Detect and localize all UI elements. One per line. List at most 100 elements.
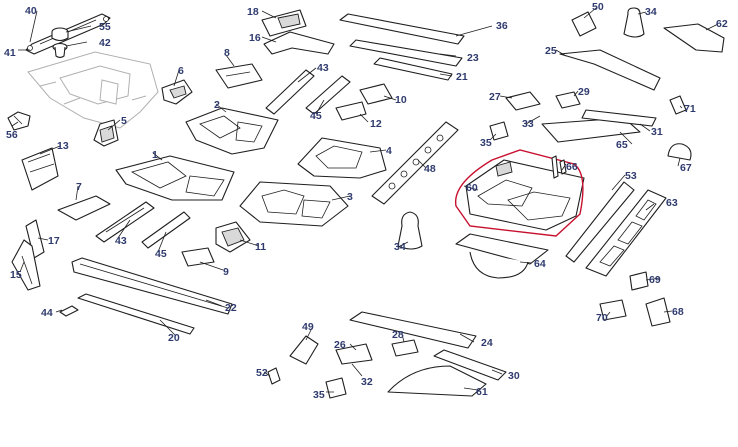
part-31-brace[interactable]: [581, 109, 657, 127]
part-16-rail[interactable]: [263, 31, 335, 55]
part-12-bracket[interactable]: [335, 101, 367, 121]
callout-30: 30: [508, 370, 520, 382]
part-44-clip[interactable]: [59, 305, 79, 317]
callout-32: 32: [361, 376, 373, 388]
part-71-bracket[interactable]: [669, 95, 687, 115]
callout-35a: 35: [480, 137, 492, 149]
part-43-sill-center[interactable]: [265, 69, 315, 115]
callout-4: 4: [386, 145, 392, 157]
part-63-rear-valance[interactable]: [585, 189, 667, 277]
part-9-bracket[interactable]: [181, 247, 215, 267]
callout-71: 71: [684, 103, 696, 115]
callout-29: 29: [578, 86, 590, 98]
callout-6: 6: [178, 65, 184, 77]
callout-52: 52: [256, 367, 268, 379]
callout-43a: 43: [115, 235, 127, 247]
callout-7: 7: [76, 181, 82, 193]
part-30-rail[interactable]: [433, 349, 507, 381]
part-56-bracket[interactable]: [7, 111, 31, 131]
callout-8: 8: [224, 47, 230, 59]
part-1-floor-pan[interactable]: [115, 155, 235, 201]
callout-12: 12: [370, 118, 382, 130]
part-27-plate[interactable]: [505, 91, 541, 111]
callout-33: 33: [522, 118, 534, 130]
part-36-long-rail[interactable]: [339, 13, 465, 45]
callout-48: 48: [424, 163, 436, 175]
part-70-bracket[interactable]: [599, 299, 627, 321]
callout-43b: 43: [317, 62, 329, 74]
callout-53: 53: [625, 170, 637, 182]
part-21-long-rail[interactable]: [373, 57, 453, 81]
part-34-bump-stop-lower[interactable]: [397, 211, 423, 250]
part-4-floor-pan[interactable]: [297, 137, 387, 179]
callout-60: 60: [466, 182, 478, 194]
part-11-bracket[interactable]: [215, 221, 251, 253]
callout-63: 63: [666, 197, 678, 209]
part-43-sill-left[interactable]: [95, 201, 155, 243]
part-15-pillar[interactable]: [11, 239, 41, 291]
part-29-plate[interactable]: [555, 91, 581, 109]
callout-70: 70: [596, 312, 608, 324]
part-53-rear-panel[interactable]: [565, 181, 635, 263]
callout-11: 11: [255, 241, 266, 253]
callout-31: 31: [651, 126, 663, 138]
part-45-sill-center[interactable]: [305, 75, 351, 115]
callout-45a: 45: [155, 248, 167, 260]
highlight-outline-part-60: [454, 149, 584, 237]
callout-24: 24: [481, 337, 493, 349]
callout-56: 56: [6, 129, 18, 141]
part-42-mount[interactable]: [52, 42, 68, 59]
callout-15: 15: [10, 269, 22, 281]
part-6-bracket[interactable]: [161, 79, 193, 105]
callout-69: 69: [649, 274, 661, 286]
callout-49: 49: [302, 321, 314, 333]
part-5-bracket[interactable]: [93, 119, 119, 147]
part-45-sill-left[interactable]: [141, 211, 191, 249]
callout-labels: 40 55 42 41 56 6 8 2 1 5 13 7 43 45 17 1…: [4, 1, 728, 401]
part-52-clip[interactable]: [267, 367, 281, 385]
callout-45b: 45: [310, 110, 322, 122]
callout-66: 66: [566, 161, 578, 173]
part-67-cap[interactable]: [667, 143, 692, 161]
callout-16: 16: [249, 32, 261, 44]
part-8-panel[interactable]: [215, 63, 263, 89]
callout-13: 13: [57, 140, 69, 152]
part-2-front-floor-pan[interactable]: [185, 107, 279, 155]
part-3-floor-pan[interactable]: [239, 181, 349, 227]
part-floor-frame-assembly[interactable]: [27, 51, 159, 129]
part-26-bracket[interactable]: [335, 343, 373, 365]
part-50-bracket[interactable]: [571, 11, 597, 37]
callout-67: 67: [680, 162, 692, 174]
part-22-side-rail[interactable]: [71, 257, 233, 315]
part-49-bracket[interactable]: [289, 335, 319, 365]
callout-28: 28: [392, 329, 404, 341]
callout-18: 18: [247, 6, 259, 18]
part-35-bracket-lower[interactable]: [325, 377, 347, 399]
callout-17: 17: [48, 235, 60, 247]
part-24-rail[interactable]: [349, 311, 477, 349]
callout-34b: 34: [394, 241, 406, 253]
callout-55: 55: [99, 21, 111, 33]
callout-68: 68: [672, 306, 684, 318]
part-34-bump-stop-upper[interactable]: [623, 7, 645, 38]
callout-26: 26: [334, 339, 346, 351]
callout-22: 22: [225, 302, 237, 314]
part-20-lower-rail[interactable]: [77, 293, 195, 335]
part-48-perforated-beam[interactable]: [371, 121, 459, 205]
part-62-cover[interactable]: [663, 23, 725, 53]
part-68-bracket[interactable]: [645, 297, 671, 327]
part-64-spare-wheel-well[interactable]: [455, 233, 549, 279]
part-69-bracket[interactable]: [629, 271, 649, 291]
part-55-cap[interactable]: [51, 27, 69, 42]
part-25-long-rail[interactable]: [559, 49, 661, 91]
part-13-panel[interactable]: [21, 147, 59, 191]
callout-20: 20: [168, 332, 180, 344]
part-66-stud[interactable]: [551, 155, 567, 179]
part-18-bracket[interactable]: [261, 9, 307, 37]
part-7-plate[interactable]: [57, 195, 111, 221]
part-61-skirt[interactable]: [387, 365, 487, 397]
part-23-long-rail[interactable]: [349, 39, 463, 67]
callout-3: 3: [347, 191, 353, 203]
part-28-bracket[interactable]: [391, 339, 419, 357]
part-10-bracket[interactable]: [359, 83, 393, 105]
